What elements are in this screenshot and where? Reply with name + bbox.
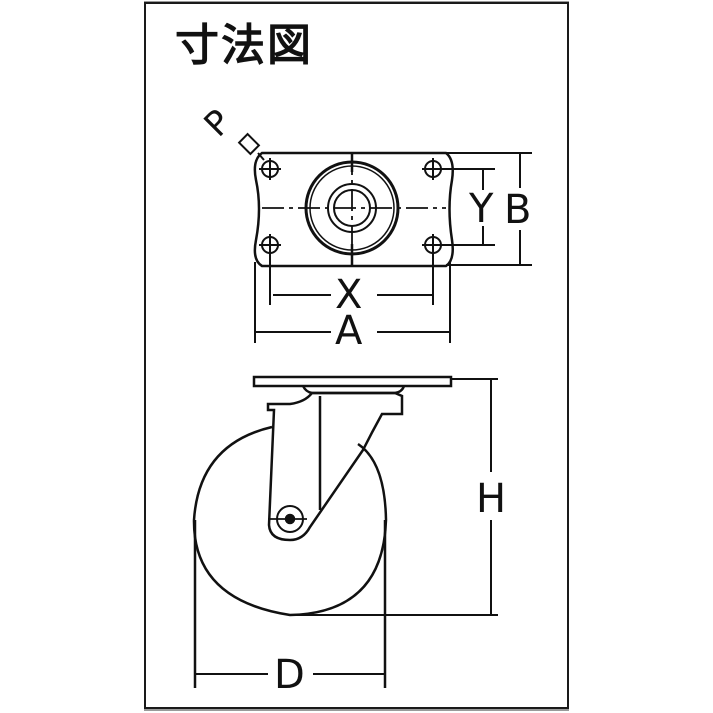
a-dimension (254, 262, 451, 343)
drawing-title: 寸法図 (175, 20, 313, 71)
label-y: Y (468, 186, 494, 232)
mount-plate (252, 375, 453, 388)
bolt-hole-tl (259, 158, 281, 180)
caster-side-view (192, 375, 498, 688)
label-a: A (335, 308, 363, 354)
label-h: H (476, 476, 506, 522)
wheel (192, 425, 388, 617)
bolt-hole-tr (422, 158, 495, 180)
drawing-frame (144, 2, 569, 709)
label-d: D (274, 652, 305, 698)
label-p: P (197, 102, 240, 145)
p-dimension (237, 132, 265, 161)
label-x: X (335, 272, 362, 318)
label-b: B (504, 187, 531, 233)
fork (266, 391, 404, 542)
top-plate-view (253, 151, 532, 305)
bolt-hole-br (422, 234, 495, 305)
bolt-hole-bl (259, 234, 281, 305)
